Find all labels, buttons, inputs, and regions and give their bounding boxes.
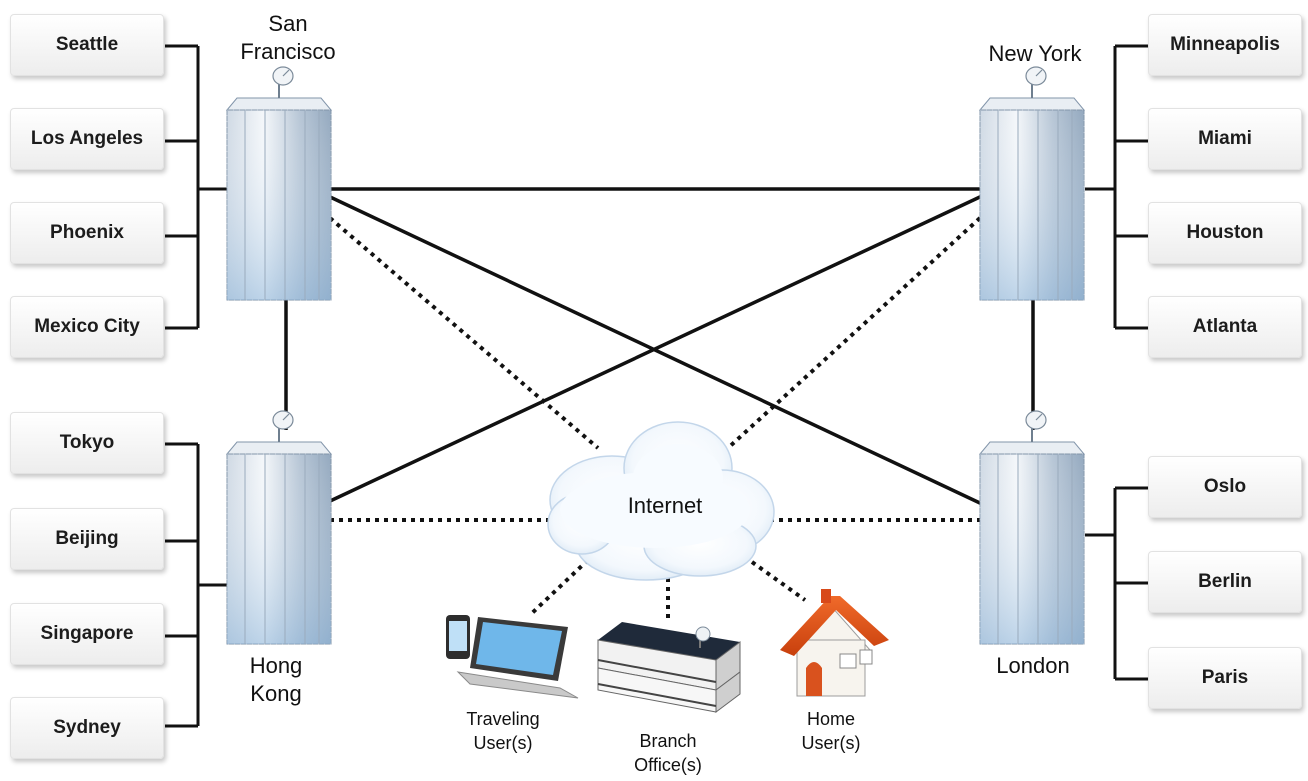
city-box-miami: Miami [1148, 108, 1302, 170]
city-box-houston: Houston [1148, 202, 1302, 264]
london-building-icon [979, 410, 1085, 645]
city-box-singapore: Singapore [10, 603, 164, 665]
hub-label-new-york: New York [988, 41, 1082, 66]
home-users-label: Home User(s) [801, 709, 861, 753]
hub-label-london: London [996, 653, 1070, 678]
city-box-berlin: Berlin [1148, 551, 1302, 613]
city-box-paris: Paris [1148, 647, 1302, 709]
city-box-los-angeles: Los Angeles [10, 108, 164, 170]
city-box-atlanta: Atlanta [1148, 296, 1302, 358]
branch-offices-label: Branch Office(s) [634, 731, 702, 775]
hong-kong-building-icon [226, 410, 332, 645]
hub-label-san-francisco: San Francisco [240, 11, 336, 64]
city-box-mexico-city: Mexico City [10, 296, 164, 358]
city-box-tokyo: Tokyo [10, 412, 164, 474]
san-francisco-building-icon [226, 66, 332, 301]
branch-office-icon [597, 622, 741, 713]
city-box-oslo: Oslo [1148, 456, 1302, 518]
city-box-sydney: Sydney [10, 697, 164, 759]
city-box-minneapolis: Minneapolis [1148, 14, 1302, 76]
traveling-users-label: Traveling User(s) [466, 709, 540, 753]
internet-label: Internet [627, 493, 703, 518]
city-box-beijing: Beijing [10, 508, 164, 570]
laptop-phone-icon [446, 615, 579, 699]
city-box-phoenix: Phoenix [10, 202, 164, 264]
hub-label-hong-kong: Hong Kong [249, 653, 303, 706]
home-icon [780, 589, 889, 697]
new-york-building-icon [979, 66, 1085, 301]
city-box-seattle: Seattle [10, 14, 164, 76]
